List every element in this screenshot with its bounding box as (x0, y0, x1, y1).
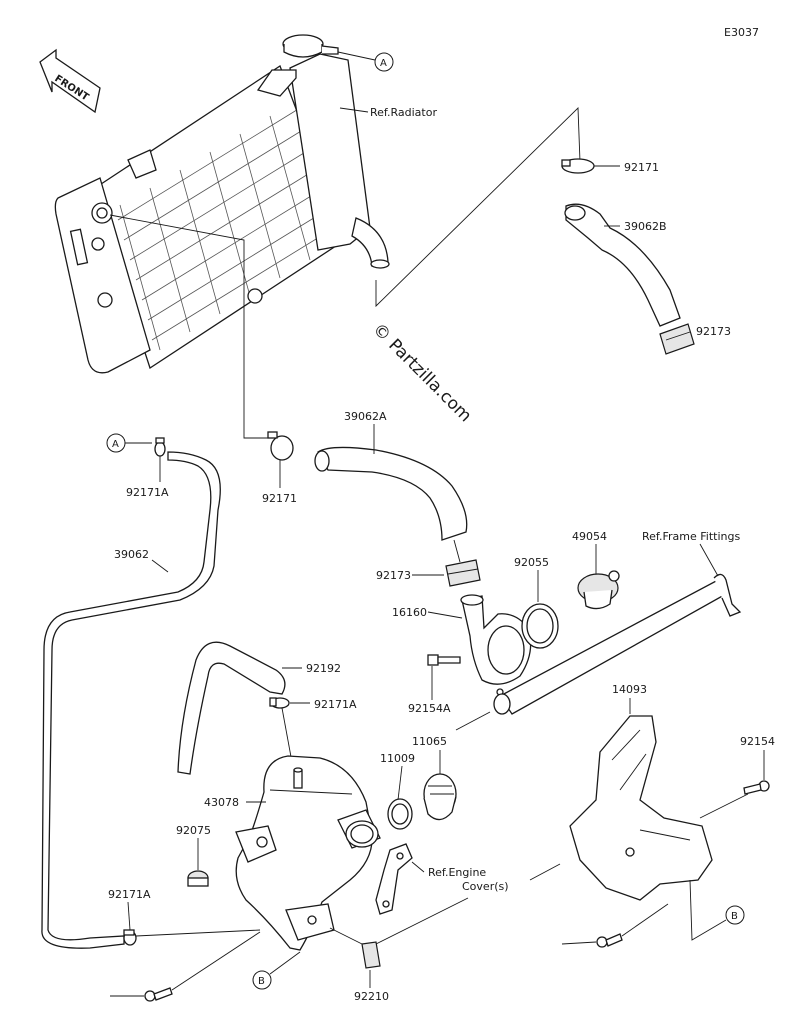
hose-39062B (565, 203, 681, 327)
ref-a-top: A (380, 58, 387, 69)
cap-92075 (187, 870, 209, 887)
label-14093: 14093 (612, 683, 647, 696)
label-92154-right: 92154 (740, 735, 775, 748)
label-92210: 92210 (354, 990, 389, 1003)
thermostat-49054 (577, 570, 620, 610)
hose-39062 (41, 451, 221, 949)
label-39062: 39062 (114, 548, 149, 561)
ref-engine-label-1: Ref.Engine (428, 866, 486, 879)
label-39062B: 39062B (624, 220, 667, 233)
label-11009: 11009 (380, 752, 415, 765)
hose-92192 (177, 641, 286, 775)
ref-radiator-label: Ref.Radiator (370, 106, 437, 119)
ref-circle-b-right (725, 905, 745, 925)
label-92055: 92055 (514, 556, 549, 569)
ref-frame-label: Ref.Frame Fittings (642, 530, 740, 543)
label-39062A: 39062A (344, 410, 387, 423)
bracket-engine-cover (375, 843, 413, 915)
label-49054: 49054 (572, 530, 607, 543)
radiator-fins (117, 107, 335, 351)
cap-11065 (423, 773, 457, 821)
ref-circle-b-left (252, 970, 272, 990)
clamp-92171A-mid (269, 697, 290, 709)
hose-39062A (317, 446, 468, 541)
clip-92210 (361, 941, 381, 969)
ref-b-right: B (731, 911, 738, 922)
label-92171A-bottom: 92171A (108, 888, 151, 901)
label-11065: 11065 (412, 735, 447, 748)
thermostat-housing-16160 (460, 594, 532, 696)
clamp-92171A-bottom (123, 929, 137, 946)
frame-tube-11065 (493, 573, 742, 715)
ref-circle-a-top (374, 52, 394, 72)
front-arrow-icon: FRONT (39, 48, 101, 114)
bolt-92154-right (743, 780, 770, 795)
label-92154A: 92154A (408, 702, 451, 715)
ref-b-left: B (258, 976, 265, 987)
label-92171A-top: 92171A (126, 486, 169, 499)
label-92192: 92192 (306, 662, 341, 675)
clamp-92171-mid (267, 431, 294, 461)
label-92173-mid: 92173 (376, 569, 411, 582)
bolt-92154-bottom-left (144, 987, 173, 1002)
label-92075: 92075 (176, 824, 211, 837)
bolt-92154A (427, 654, 461, 666)
label-92171A-mid: 92171A (314, 698, 357, 711)
reservoir-tank-43078 (235, 755, 381, 951)
bolt-92154-bottom-right (596, 933, 623, 948)
label-92171-mid: 92171 (262, 492, 297, 505)
clamp-92171-top (561, 158, 595, 174)
clamp-92171A-top (154, 437, 166, 457)
label-43078: 43078 (204, 796, 239, 809)
cover-14093 (569, 715, 713, 901)
clamp-92173-top (659, 323, 695, 355)
radiator (54, 34, 390, 374)
label-92173-top: 92173 (696, 325, 731, 338)
ref-a-mid: A (112, 439, 119, 450)
ref-engine-label-2: Cover(s) (462, 880, 509, 893)
label-92171-top: 92171 (624, 161, 659, 174)
label-16160: 16160 (392, 606, 427, 619)
diagram-code: E3037 (724, 26, 759, 39)
clamp-92173-mid (445, 559, 481, 587)
